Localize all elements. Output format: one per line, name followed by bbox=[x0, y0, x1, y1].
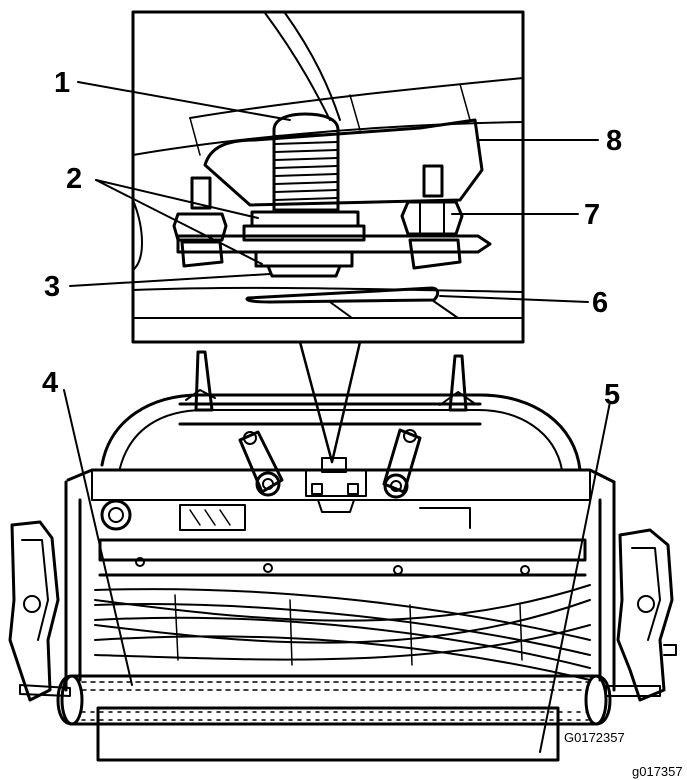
callout-3: 3 bbox=[44, 271, 60, 303]
callout-4: 4 bbox=[42, 367, 58, 399]
gauge-bar bbox=[96, 706, 560, 762]
shaft-threads bbox=[274, 133, 338, 201]
front-roller bbox=[56, 674, 612, 726]
callout-6: 6 bbox=[592, 287, 608, 319]
callout-8: 8 bbox=[606, 125, 622, 157]
reel-cutting-unit bbox=[8, 350, 677, 762]
callout-5: 5 bbox=[604, 379, 620, 411]
left-side-plate bbox=[8, 520, 71, 702]
footer-code: g017357 bbox=[632, 764, 683, 779]
reel-blades bbox=[94, 584, 591, 681]
right-side-plate bbox=[605, 528, 677, 702]
figure-code: G0172357 bbox=[564, 730, 625, 745]
detail-inset bbox=[131, 10, 525, 344]
callout-2: 2 bbox=[66, 163, 82, 195]
detail-pointer bbox=[298, 340, 362, 464]
callout-1: 1 bbox=[54, 67, 70, 99]
callout-7: 7 bbox=[584, 199, 600, 231]
leader-lines bbox=[63, 81, 611, 753]
